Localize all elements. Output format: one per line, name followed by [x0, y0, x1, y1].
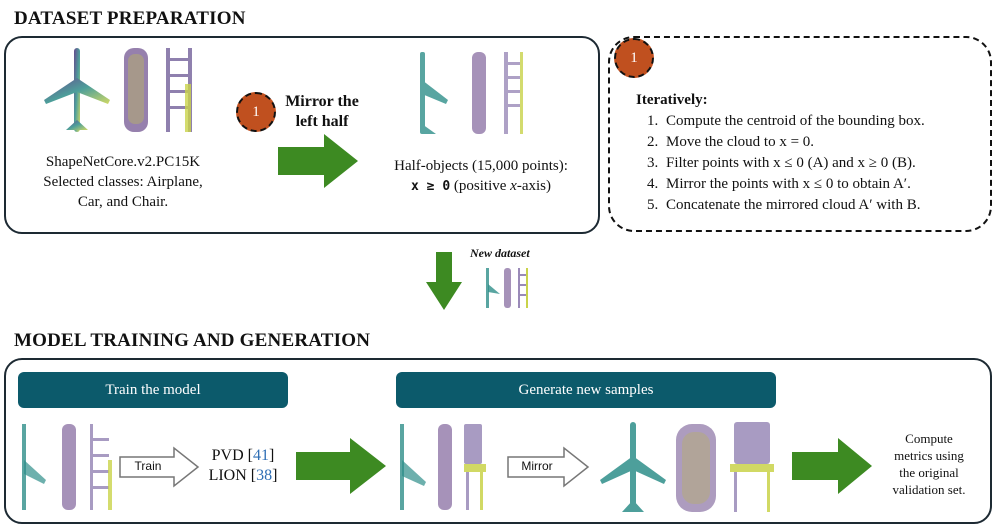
final-caption-line-4: validation set. [892, 482, 966, 497]
steps-heading: Iteratively: [636, 92, 708, 108]
iterative-steps-panel [608, 36, 992, 232]
step-item-1: Compute the centroid of the bounding box… [662, 111, 986, 132]
train-model-box: Train the model [18, 372, 288, 408]
model-pvd-citation[interactable]: 41 [253, 447, 269, 464]
math-x-geq-0: x ≥ 0 [411, 179, 451, 194]
dataset-preparation-panel [4, 36, 600, 234]
section-title-model-training: MODEL TRAINING AND GENERATION [14, 330, 371, 351]
new-dataset-thumbnail [486, 268, 528, 308]
models-list: PVD [41] LION [38] [196, 446, 290, 486]
generated-half-samples [400, 424, 486, 510]
model-lion-citation[interactable]: 38 [256, 467, 273, 484]
final-caption-line-1: Compute [905, 431, 953, 446]
half-object-line-2-x: x [510, 178, 517, 194]
source-dataset-line-2: Selected classes: Airplane, [43, 174, 203, 190]
iterative-steps: Iteratively: Compute the centroid of the… [636, 90, 986, 216]
mirror-arrow-label: Mirror [521, 459, 553, 473]
generate-samples-box: Generate new samples [396, 372, 776, 408]
final-green-arrow [792, 438, 872, 494]
steps-badge-1: 1 [614, 38, 654, 78]
step-item-4: Mirror the points with x ≤ 0 to obtain A… [662, 174, 986, 195]
train-arrow-label: Train [134, 459, 162, 473]
source-dataset-caption: ShapeNetCore.v2.PC15K Selected classes: … [18, 152, 228, 212]
step-item-5: Concatenate the mirrored cloud A′ with B… [662, 195, 986, 216]
mirror-left-half-label: Mirror the left half [274, 92, 370, 132]
step-badge-1: 1 [236, 92, 276, 132]
new-dataset-label: New dataset [470, 246, 530, 260]
half-object-line-2-text-b: -axis) [516, 178, 551, 194]
half-object-line-2: x ≥ 0 (positive x-axis) [366, 176, 596, 197]
half-object-point-clouds-image [420, 52, 523, 134]
mirror-hollow-arrow [507, 446, 590, 488]
half-object-caption: Half-objects (15,000 points): x ≥ 0 (pos… [366, 156, 596, 197]
final-metrics-caption: Compute metrics using the original valid… [866, 430, 992, 498]
model-lion: LION [38] [196, 466, 290, 486]
mirror-label-line-1: Mirror the [285, 93, 359, 110]
model-training-panel [4, 358, 992, 524]
step-item-3: Filter points with x ≤ 0 (A) and x ≥ 0 (… [662, 153, 986, 174]
source-point-clouds-image [44, 48, 192, 132]
train-hollow-arrow [119, 446, 200, 488]
source-dataset-line-1: ShapeNetCore.v2.PC15K [45, 154, 201, 170]
step-item-2: Move the cloud to x = 0. [662, 132, 986, 153]
mirrored-full-samples [600, 422, 774, 512]
section-title-dataset-preparation: DATASET PREPARATION [14, 8, 246, 29]
steps-list: Compute the centroid of the bounding box… [636, 111, 986, 216]
model-pvd: PVD [41] [196, 446, 290, 466]
prep-green-arrow [278, 134, 358, 188]
model-pvd-close: ] [269, 447, 275, 464]
final-caption-line-2: metrics using [894, 448, 964, 463]
model-lion-close: ] [272, 467, 278, 484]
half-object-line-2-text-a: (positive [450, 178, 511, 194]
final-caption-line-3: the original [899, 465, 959, 480]
new-dataset-down-arrow [426, 252, 462, 310]
mirror-label-line-2: left half [295, 113, 349, 130]
source-dataset-line-3: Car, and Chair. [77, 194, 169, 210]
generate-green-arrow [296, 438, 386, 494]
half-object-line-1: Half-objects (15,000 points): [394, 158, 568, 174]
model-pvd-name: PVD [ [211, 447, 253, 464]
model-lion-name: LION [ [208, 467, 257, 484]
training-input-point-clouds [22, 424, 112, 510]
